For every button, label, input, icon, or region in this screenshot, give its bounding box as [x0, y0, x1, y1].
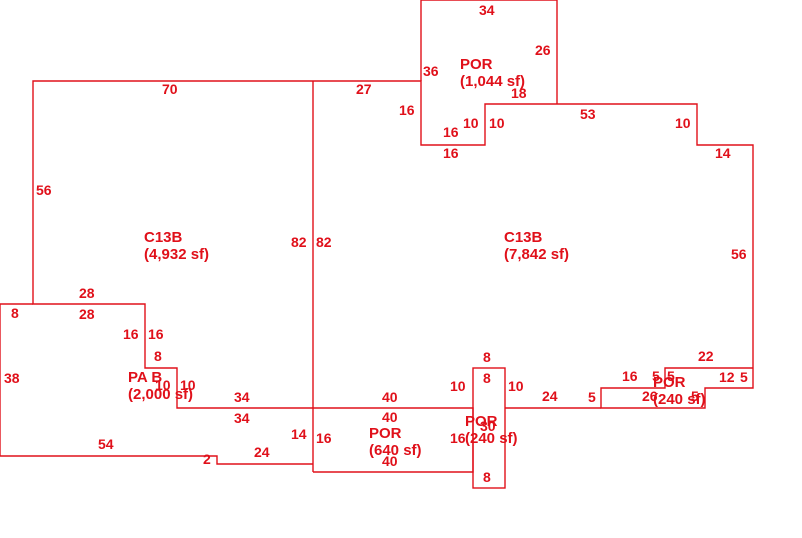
dimension-label: 8 [483, 469, 491, 485]
dimension-label: 38 [4, 370, 20, 386]
dimension-label: 24 [542, 388, 558, 404]
dimension-label: 5 [588, 389, 596, 405]
dimension-labels: 34 26 36 18 16 16 10 10 16 53 10 14 70 2… [4, 2, 748, 485]
dimension-label: 26 [642, 388, 658, 404]
dimension-label: 14 [715, 145, 731, 161]
dimension-label: 28 [79, 285, 95, 301]
dimension-label: 16 [123, 326, 139, 342]
area-labels: C13B (4,932 sf) C13B (7,842 sf) POR (1,0… [128, 56, 706, 459]
dimension-label: 24 [254, 444, 270, 460]
dimension-label: 5 [691, 388, 699, 404]
area-code-por-top: POR [460, 56, 493, 73]
dimension-label: 5 [652, 368, 660, 384]
dimension-label: 82 [291, 234, 307, 250]
sketch-outlines [0, 0, 754, 489]
dimension-label: 30 [480, 418, 496, 434]
dimension-label: 28 [79, 306, 95, 322]
outline-c13b-west [32, 80, 313, 409]
area-code-por-center: POR [465, 413, 498, 430]
area-code-pa-b: PA B [128, 369, 162, 386]
dimension-label: 16 [450, 430, 466, 446]
dimension-label: 40 [382, 453, 398, 469]
dimension-label: 22 [698, 348, 714, 364]
outline-por-1044 [420, 0, 558, 104]
area-size-por-center: (240 sf) [465, 430, 518, 447]
dimension-label: 16 [622, 368, 638, 384]
area-size-por-right: (240 sf) [653, 391, 706, 408]
area-size-por-640: (640 sf) [369, 442, 422, 459]
dimension-label: 56 [731, 246, 747, 262]
dimension-label: 2 [203, 451, 211, 467]
area-code-por-640: POR [369, 425, 402, 442]
dimension-label: 8 [11, 305, 19, 321]
area-code-por-right: POR [653, 374, 686, 391]
outline-por-240-center [472, 367, 506, 489]
area-size-por-top: (1,044 sf) [460, 73, 525, 90]
dimension-label: 10 [180, 377, 196, 393]
dimension-label: 10 [155, 377, 171, 393]
dimension-label: 16 [399, 102, 415, 118]
dimension-label: 14 [291, 426, 307, 442]
outline-pa-b [0, 303, 313, 465]
dimension-label: 5 [667, 368, 675, 384]
dimension-label: 36 [423, 63, 439, 79]
dimension-label: 8 [483, 370, 491, 386]
dimension-label: 16 [443, 145, 459, 161]
dimension-label: 53 [580, 106, 596, 122]
dimension-label: 8 [483, 349, 491, 365]
dimension-label: 16 [443, 124, 459, 140]
dimension-label: 16 [148, 326, 164, 342]
dimension-label: 16 [316, 430, 332, 446]
dimension-label: 5 [740, 369, 748, 385]
dimension-label: 34 [234, 389, 250, 405]
dimension-label: 40 [382, 389, 398, 405]
dimension-label: 12 [719, 369, 735, 385]
dimension-label: 27 [356, 81, 372, 97]
dimension-label: 8 [154, 348, 162, 364]
dimension-label: 56 [36, 182, 52, 198]
dimension-label: 26 [535, 42, 551, 58]
area-code-c13b-west: C13B [144, 229, 183, 246]
dimension-label: 10 [489, 115, 505, 131]
dimension-label: 34 [479, 2, 495, 18]
dimension-label: 10 [675, 115, 691, 131]
dimension-label: 40 [382, 409, 398, 425]
dimension-label: 10 [450, 378, 466, 394]
dimension-label: 54 [98, 436, 114, 452]
area-size-c13b-west: (4,932 sf) [144, 246, 209, 263]
dimension-label: 18 [511, 85, 527, 101]
dimension-label: 34 [234, 410, 250, 426]
outline-c13b-east [313, 80, 754, 409]
area-size-c13b-east: (7,842 sf) [504, 246, 569, 263]
dimension-label: 10 [508, 378, 524, 394]
area-code-c13b-east: C13B [504, 229, 543, 246]
area-size-pa-b: (2,000 sf) [128, 386, 193, 403]
dimension-label: 10 [463, 115, 479, 131]
dimension-label: 70 [162, 81, 178, 97]
dimension-label: 82 [316, 234, 332, 250]
